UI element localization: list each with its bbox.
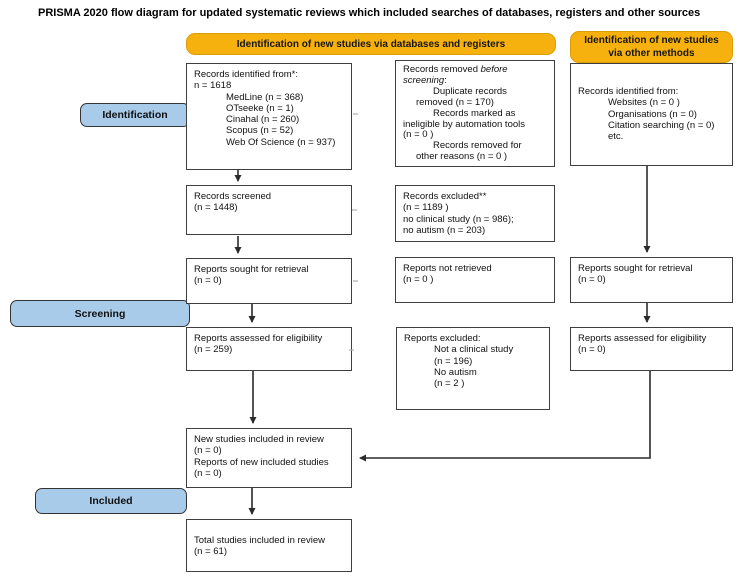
box-records-identified-other: Records identified from:Websites (n = 0 … (570, 63, 733, 166)
box-text-line: No autism (434, 366, 477, 378)
box-text-line: Web Of Science (n = 937) (226, 136, 336, 148)
box-text-line: Websites (n = 0 ) (608, 97, 680, 109)
stage-label-screening: Screening (10, 300, 190, 327)
box-text-line: screening: (403, 74, 447, 86)
box-text-line: (n = 0) (578, 274, 606, 286)
box-reports-not-retrieved: Reports not retrieved(n = 0 ) (395, 257, 555, 303)
box-text-line: (n = 196) (434, 355, 473, 367)
box-text-line: etc. (608, 131, 624, 143)
box-text-line: Cinahal (n = 260) (226, 114, 300, 126)
box-text-line: (n = 0) (194, 445, 222, 457)
box-text-line: Reports sought for retrieval (194, 264, 309, 275)
box-text-line: Records screened (194, 191, 272, 202)
box-text-line: no autism (n = 203) (403, 224, 486, 236)
box-text-line: Scopus (n = 52) (226, 125, 294, 137)
box-text-line: Reports sought for retrieval (578, 263, 693, 274)
box-text-line: n = 1618 (194, 80, 232, 92)
box-text-line: (n = 2 ) (434, 378, 465, 390)
diagram-title: PRISMA 2020 flow diagram for updated sys… (38, 7, 701, 19)
box-reports-assessed-other: Reports assessed for eligibility(n = 0) (570, 327, 733, 371)
box-text-line: (n = 0) (194, 275, 222, 287)
box-text-line: MedLine (n = 368) (226, 91, 304, 103)
box-text-line: no clinical study (n = 986); (403, 213, 514, 225)
box-new-studies-included: New studies included in review(n = 0)Rep… (186, 428, 352, 488)
box-text-line: Total studies included in review (194, 534, 325, 546)
box-reports-excluded: Reports excluded:Not a clinical study(n … (396, 327, 550, 410)
box-text-line: Reports assessed for eligibility (578, 333, 707, 344)
box-text-line: Records removed before (403, 64, 508, 75)
box-text-line: Records excluded** (403, 191, 487, 202)
box-text-line: Reports of new included studies (194, 456, 329, 468)
box-text-line: Reports assessed for eligibility (194, 333, 323, 344)
box-text-line: (n = 0) (194, 467, 222, 479)
box-text-line: OTseeke (n = 1) (226, 102, 294, 114)
box-text-line: (n = 259) (194, 344, 233, 356)
box-text-line: (n = 61) (194, 546, 228, 557)
box-records-excluded: Records excluded**(n = 1189 )no clinical… (395, 185, 555, 242)
box-text-line: (n = 1448) (194, 202, 238, 214)
box-reports-sought-databases: Reports sought for retrieval(n = 0) (186, 258, 352, 304)
box-reports-assessed-databases: Reports assessed for eligibility(n = 259… (186, 327, 352, 371)
box-text-line: (n = 0 ) (403, 129, 434, 141)
box-text-line: Records identified from*: (194, 69, 299, 80)
box-text-line: Duplicate records (433, 85, 507, 97)
stage-label-identification: Identification (80, 103, 190, 127)
box-text-line: Reports not retrieved (403, 263, 492, 274)
box-text-line: Reports excluded: (404, 333, 481, 344)
box-text-line: ineligible by automation tools (403, 118, 525, 130)
box-total-studies-included: Total studies included in review(n = 61) (186, 519, 352, 572)
box-text-line: Records marked as (433, 107, 516, 119)
box-text-line: removed (n = 170) (416, 96, 494, 108)
box-text-line: (n = 0) (578, 344, 606, 356)
box-text-line: Records removed for (433, 140, 522, 152)
box-text-line: New studies included in review (194, 434, 324, 445)
box-text-line: Not a clinical study (434, 344, 514, 356)
box-text-line: (n = 0 ) (403, 274, 434, 286)
box-records-screened: Records screened(n = 1448) (186, 185, 352, 235)
stage-label-included: Included (35, 488, 187, 514)
box-text-line: Organisations (n = 0) (608, 108, 697, 120)
box-text-line: other reasons (n = 0 ) (416, 151, 508, 163)
column-header-databases-registers: Identification of new studies via databa… (186, 33, 556, 55)
box-text-line: Citation searching (n = 0) (608, 119, 715, 131)
box-text-line: (n = 1189 ) (403, 202, 449, 214)
box-text-line: Records identified from: (578, 86, 679, 97)
column-header-other-methods: Identification of new studies via other … (570, 31, 733, 63)
box-reports-sought-other: Reports sought for retrieval(n = 0) (570, 257, 733, 303)
